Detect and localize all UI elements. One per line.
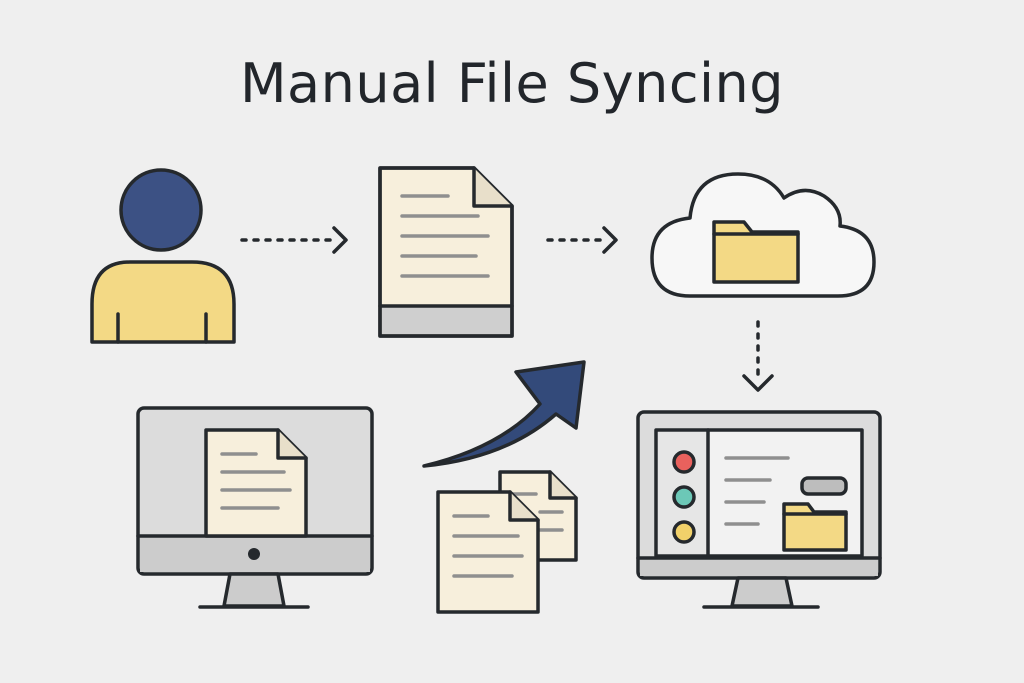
- user-icon: [90, 168, 236, 344]
- dotted-arrow-icon: [546, 226, 618, 254]
- folder-icon: [712, 220, 800, 284]
- stacked-documents-icon: [436, 470, 578, 614]
- document-icon: [204, 428, 308, 538]
- folder-icon: [782, 502, 848, 552]
- desktop-file-manager-icon: [636, 410, 882, 609]
- page-title: Manual File Syncing: [239, 52, 785, 115]
- document-icon: [436, 490, 540, 614]
- desktop-document-icon: [136, 406, 374, 609]
- dotted-arrow-icon: [742, 320, 774, 392]
- document-icon: [378, 166, 514, 338]
- dotted-arrow-icon: [240, 226, 348, 254]
- cloud-folder-icon: [650, 172, 876, 298]
- upload-arrow-icon: [422, 360, 586, 468]
